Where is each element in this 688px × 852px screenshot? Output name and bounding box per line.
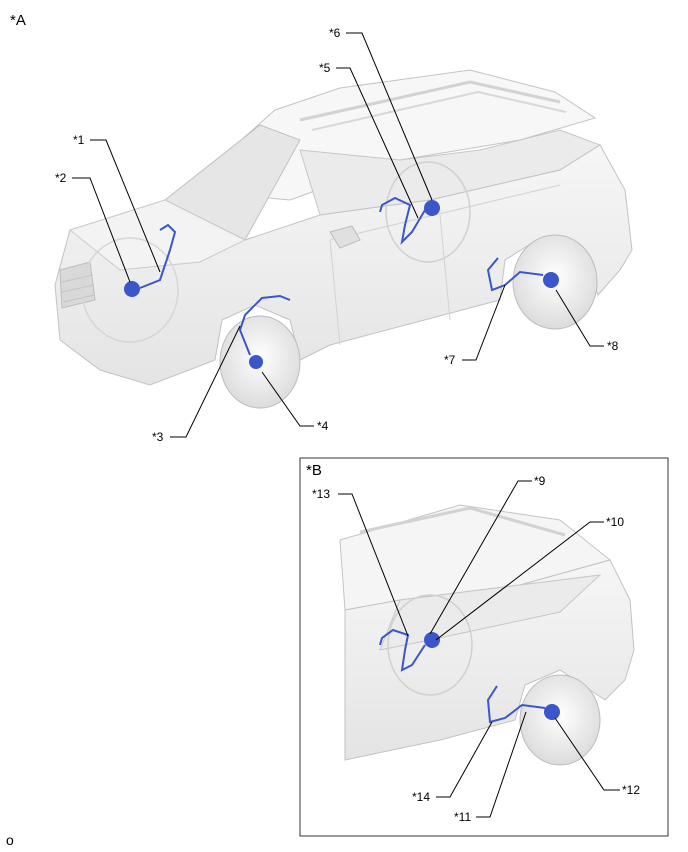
sensor-parts-a	[124, 196, 559, 369]
rear-left-wheel-b	[519, 674, 601, 766]
callout-6: *6	[329, 26, 341, 40]
callout-14: *14	[412, 790, 430, 804]
sensor-parts-b	[379, 628, 560, 724]
leader-lines-a	[72, 32, 604, 438]
callout-5: *5	[319, 61, 331, 75]
door-lines	[329, 184, 561, 346]
rear-left-speed-sensor-rotor	[543, 272, 559, 288]
rear-right-speed-sensor-rotor-b	[424, 632, 440, 648]
callout-9: *9	[534, 474, 546, 488]
front-left-speed-sensor-rotor	[249, 355, 263, 369]
front-right-wheel-ghost	[81, 237, 179, 343]
vehicle-illustration-b	[339, 504, 635, 766]
callout-13: *13	[312, 487, 330, 501]
roof-rail-inner	[311, 90, 567, 131]
rear-right-wheel-ghost	[385, 161, 471, 263]
callout-4: *4	[317, 419, 329, 433]
callout-12: *12	[622, 783, 640, 797]
side-windows-b	[379, 574, 602, 651]
front-right-speed-sensor-harness	[139, 223, 177, 289]
callout-3: *3	[152, 430, 164, 444]
rear-right-speed-sensor-harness-b	[379, 628, 426, 672]
leader-lines-b	[338, 480, 620, 818]
vehicle-illustration-a	[54, 69, 633, 409]
hood	[68, 199, 247, 271]
rear-right-wheel-ghost-b	[387, 594, 473, 696]
view-b-label: *B	[306, 462, 322, 479]
rear-left-speed-sensor-harness-b	[486, 685, 546, 724]
rear-left-speed-sensor-rotor-b	[544, 704, 560, 720]
rear-right-speed-sensor-harness	[379, 196, 426, 245]
callout-11: *11	[454, 810, 471, 824]
side-mirror	[329, 225, 361, 249]
front-right-speed-sensor-rotor	[124, 281, 140, 297]
front-left-speed-sensor-harness	[238, 294, 291, 356]
callout-2: *2	[55, 171, 67, 185]
view-a-label: *A	[10, 12, 26, 29]
callout-7: *7	[444, 353, 456, 367]
rear-right-speed-sensor-rotor	[424, 200, 440, 216]
rear-left-speed-sensor-harness	[486, 257, 544, 292]
roof-rail	[299, 80, 561, 122]
grille-slats	[61, 274, 95, 303]
roof-rail-b	[359, 506, 566, 537]
figure-code: o	[6, 832, 14, 848]
callout-10: *10	[606, 515, 624, 529]
callout-8: *8	[607, 339, 619, 353]
callout-1: *1	[73, 133, 85, 147]
